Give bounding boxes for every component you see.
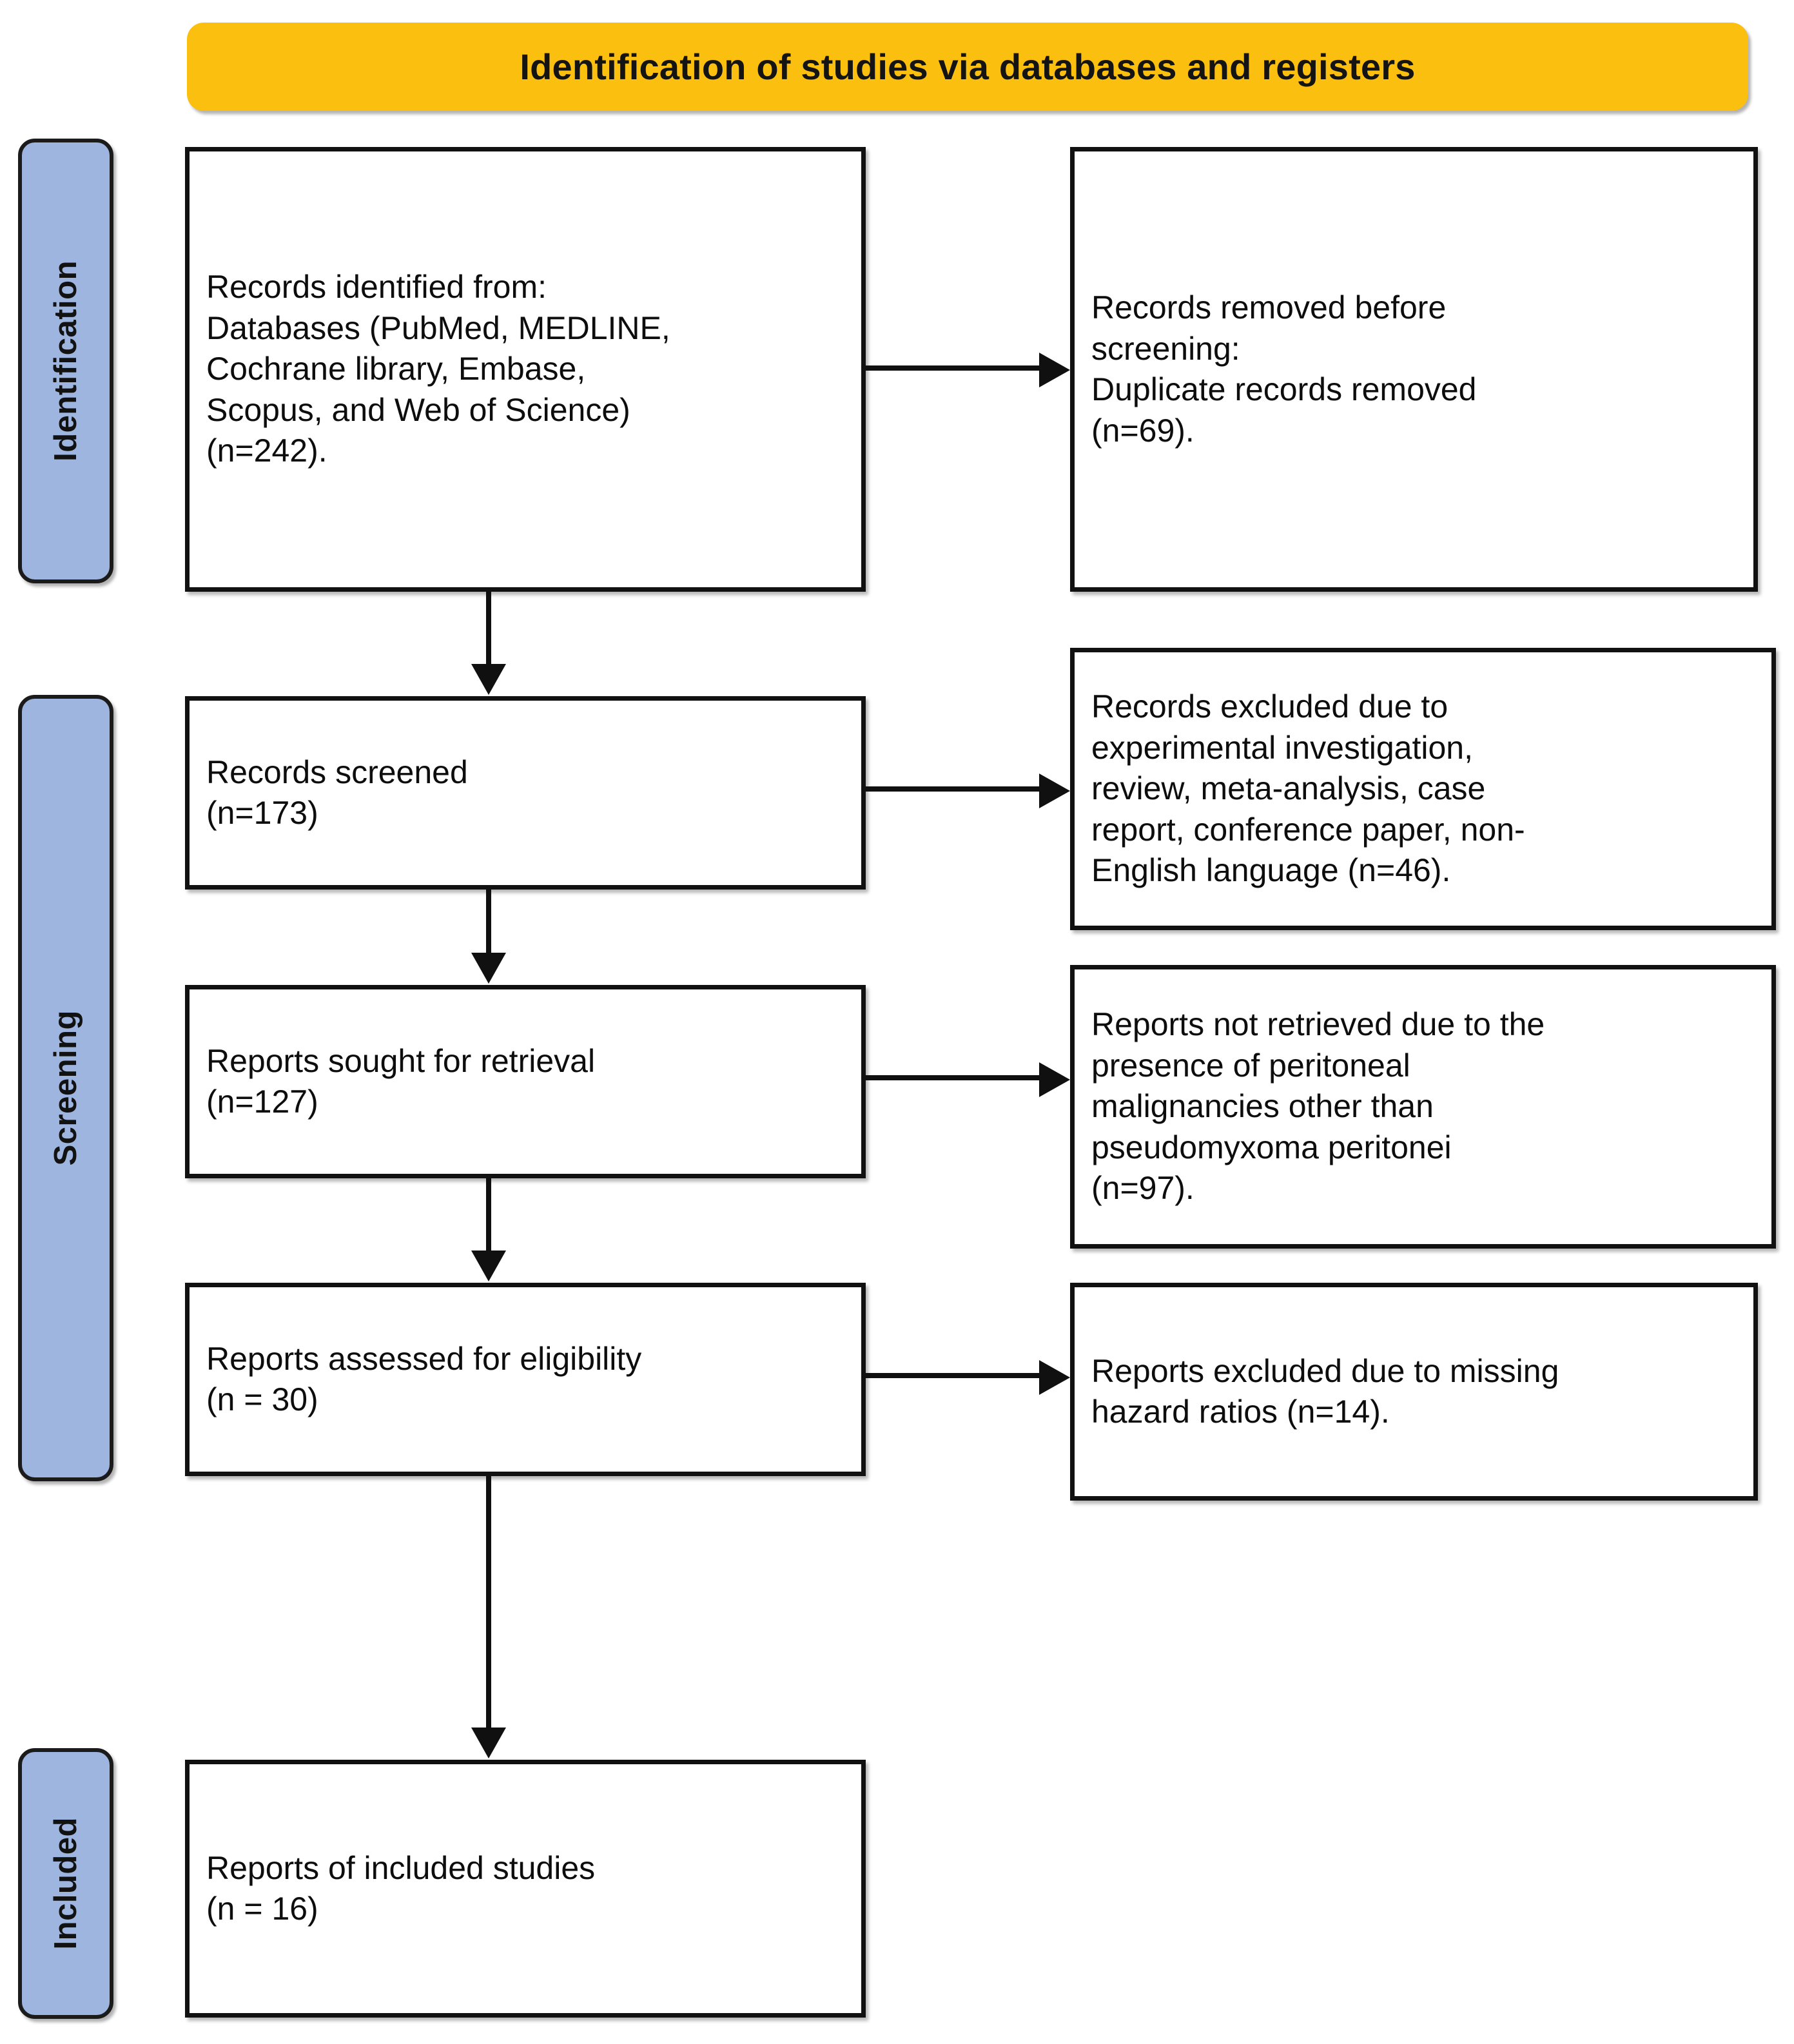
connector-identified-to-removed: [866, 365, 1041, 371]
box-reports-assessed-for-eligibility-text: Reports assessed for eligibility (n = 30…: [206, 1340, 642, 1418]
box-reports-excluded-missing-hazard-ratios-text: Reports excluded due to missing hazard r…: [1091, 1352, 1559, 1430]
box-records-excluded-text: Records excluded due to experimental inv…: [1091, 688, 1525, 889]
connector-sought-to-not-retrieved: [866, 1075, 1041, 1080]
box-reports-not-retrieved: Reports not retrieved due to the presenc…: [1070, 965, 1776, 1249]
connector-assessed-to-included: [486, 1476, 491, 1729]
arrow-right-icon: [1039, 774, 1070, 808]
box-reports-assessed-for-eligibility: Reports assessed for eligibility (n = 30…: [185, 1283, 866, 1476]
page-title: Identification of studies via databases …: [520, 46, 1416, 87]
diagram-header-banner: Identification of studies via databases …: [187, 23, 1748, 111]
stage-label-screening: Screening: [18, 695, 113, 1481]
connector-sought-to-assessed: [486, 1178, 491, 1252]
arrow-down-icon: [471, 1251, 506, 1281]
arrow-right-icon: [1039, 1360, 1070, 1395]
connector-screened-to-excluded: [866, 786, 1041, 792]
stage-label-screening-text: Screening: [48, 1010, 83, 1166]
box-reports-of-included-studies-text: Reports of included studies (n = 16): [206, 1849, 596, 1927]
box-records-removed-before-screening: Records removed before screening: Duplic…: [1070, 147, 1758, 592]
arrow-down-icon: [471, 953, 506, 984]
connector-assessed-to-excluded-hazard: [866, 1373, 1041, 1378]
stage-label-included: Included: [18, 1748, 113, 2019]
box-reports-excluded-missing-hazard-ratios: Reports excluded due to missing hazard r…: [1070, 1283, 1758, 1501]
arrow-right-icon: [1039, 1062, 1070, 1097]
box-records-identified-text: Records identified from: Databases (PubM…: [206, 269, 670, 469]
stage-label-included-text: Included: [48, 1817, 83, 1950]
connector-identified-to-screened: [486, 592, 491, 668]
arrow-right-icon: [1039, 353, 1070, 387]
box-reports-not-retrieved-text: Reports not retrieved due to the presenc…: [1091, 1006, 1545, 1207]
arrow-down-icon: [471, 664, 506, 695]
box-reports-sought-for-retrieval-text: Reports sought for retrieval (n=127): [206, 1042, 596, 1120]
stage-label-identification-text: Identification: [48, 260, 83, 462]
box-records-identified: Records identified from: Databases (PubM…: [185, 147, 866, 592]
stage-label-identification: Identification: [18, 139, 113, 583]
box-reports-of-included-studies: Reports of included studies (n = 16): [185, 1760, 866, 2018]
connector-screened-to-sought: [486, 890, 491, 954]
arrow-down-icon: [471, 1728, 506, 1758]
box-records-removed-before-screening-text: Records removed before screening: Duplic…: [1091, 289, 1477, 449]
box-records-screened: Records screened (n=173): [185, 696, 866, 890]
box-reports-sought-for-retrieval: Reports sought for retrieval (n=127): [185, 985, 866, 1178]
box-records-excluded: Records excluded due to experimental inv…: [1070, 648, 1776, 930]
box-records-screened-text: Records screened (n=173): [206, 754, 468, 832]
